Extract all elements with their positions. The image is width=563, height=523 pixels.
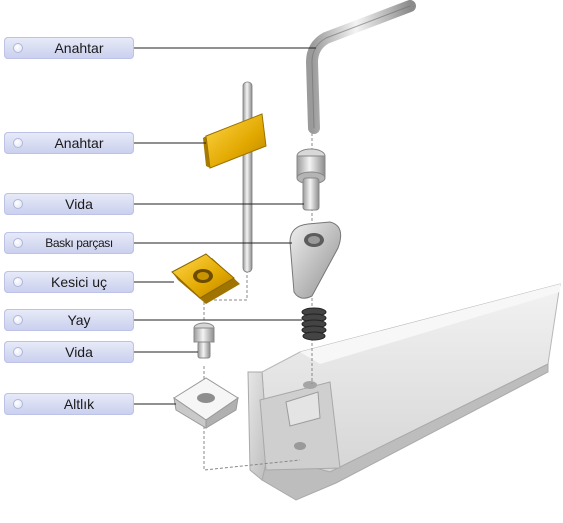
spring (301, 307, 327, 341)
label-text: Kesici uç (50, 274, 108, 290)
bullet-icon (13, 43, 23, 53)
label-kesici-uc: Kesici uç (4, 271, 134, 293)
label-vida-2: Vida (4, 341, 134, 363)
label-text: Vida (65, 196, 93, 212)
label-yay: Yay (4, 309, 134, 331)
bullet-icon (13, 238, 23, 248)
label-text: Anahtar (54, 40, 104, 56)
label-text: Vida (65, 344, 93, 360)
bullet-icon (13, 138, 23, 148)
bullet-icon (13, 315, 23, 325)
label-anahtar-2: Anahtar (4, 132, 134, 154)
label-baski-parcasi: Baskı parçası (4, 232, 134, 254)
pin-key-with-gold-handle (203, 81, 267, 273)
bullet-icon (13, 347, 23, 357)
tool-holder-body (247, 283, 561, 501)
label-text: Baskı parçası (45, 236, 113, 250)
label-text: Altlık (63, 396, 95, 412)
bullet-icon (13, 399, 23, 409)
shim (173, 377, 239, 429)
bullet-icon (13, 277, 23, 287)
label-anahtar-1: Anahtar (4, 37, 134, 59)
leader-lines (134, 47, 316, 405)
clamp-screw (296, 148, 326, 211)
label-text: Anahtar (54, 135, 104, 151)
bullet-icon (13, 199, 23, 209)
clamp-piece (289, 221, 342, 299)
label-vida-1: Vida (4, 193, 134, 215)
label-altlik: Altlık (4, 393, 134, 415)
cutting-insert (171, 253, 240, 304)
label-text: Yay (67, 312, 91, 328)
shim-screw (193, 322, 215, 359)
